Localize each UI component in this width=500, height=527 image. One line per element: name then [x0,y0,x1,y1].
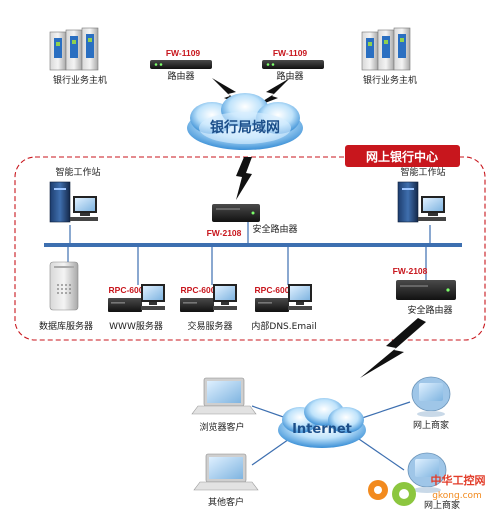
lightning-icon [236,157,252,200]
browser-client-laptop [191,377,257,415]
bank-host-left-label: 银行业务主机 [53,74,107,86]
router-right [262,60,324,69]
connection-lines [67,222,431,471]
online-bank-center-boundary [14,156,486,341]
lightning-icon [252,78,290,108]
lan-bus [44,243,462,247]
bank-host-right [361,27,411,71]
secure-router-top-label: 安全路由器 [252,223,297,235]
watermark-url: gkong.com [432,491,482,501]
workstation-right [397,181,446,223]
online-merchant-imac [407,452,447,493]
bank-lan-cloud [187,93,303,150]
watermark: 中华工控网 gkong.com [368,473,486,506]
router-left-label: 路由器 [167,70,194,82]
wan-link-bolts [212,78,426,378]
workstation-right-label: 智能工作站 [400,166,445,178]
dns-server-model: RPC-600 [255,285,290,295]
dns-email-server [255,284,312,312]
transaction-server-model: RPC-600 [181,285,216,295]
bank-lan-label: 银行局域网 [210,119,280,136]
router-right-model: FW-1109 [273,48,308,58]
secure-router-bottom [396,280,456,300]
secure-router-bottom-model: FW-2108 [393,266,428,276]
internet-label: Internet [292,422,352,437]
transaction-server [180,284,237,312]
center-title-box [345,145,460,167]
database-server [49,261,79,311]
lightning-icon [360,318,426,378]
lightning-icon [212,78,250,108]
bank-host-left [49,27,99,71]
secure-router-top [212,204,260,222]
secure-router-bottom-label: 安全路由器 [407,304,452,316]
other-client-laptop [193,453,259,491]
workstation-left-label: 智能工作站 [55,166,100,178]
router-left [150,60,212,69]
center-title: 网上银行中心 [366,149,438,164]
router-left-model: FW-1109 [166,48,201,58]
transaction-server-label: 交易服务器 [187,320,232,332]
online-merchant-2-label: 网上商家 [424,499,460,511]
secure-router-top-model: FW-2108 [207,228,242,238]
browser-client-label: 浏览器客户 [199,421,244,433]
www-server [108,284,165,312]
online-merchant-1-label: 网上商家 [413,419,449,431]
router-right-label: 路由器 [276,70,303,82]
other-client-label: 其他客户 [208,496,244,508]
internet-cloud [278,398,366,448]
bank-host-right-label: 银行业务主机 [363,74,417,86]
www-server-model: RPC-600 [109,285,144,295]
online-merchant-imac [411,376,451,417]
dns-server-label: 内部DNS.Email [251,320,316,332]
workstation-left [49,181,98,223]
watermark-title: 中华工控网 [431,473,486,487]
www-server-label: WWW服务器 [109,320,163,332]
database-server-label: 数据库服务器 [39,320,93,332]
